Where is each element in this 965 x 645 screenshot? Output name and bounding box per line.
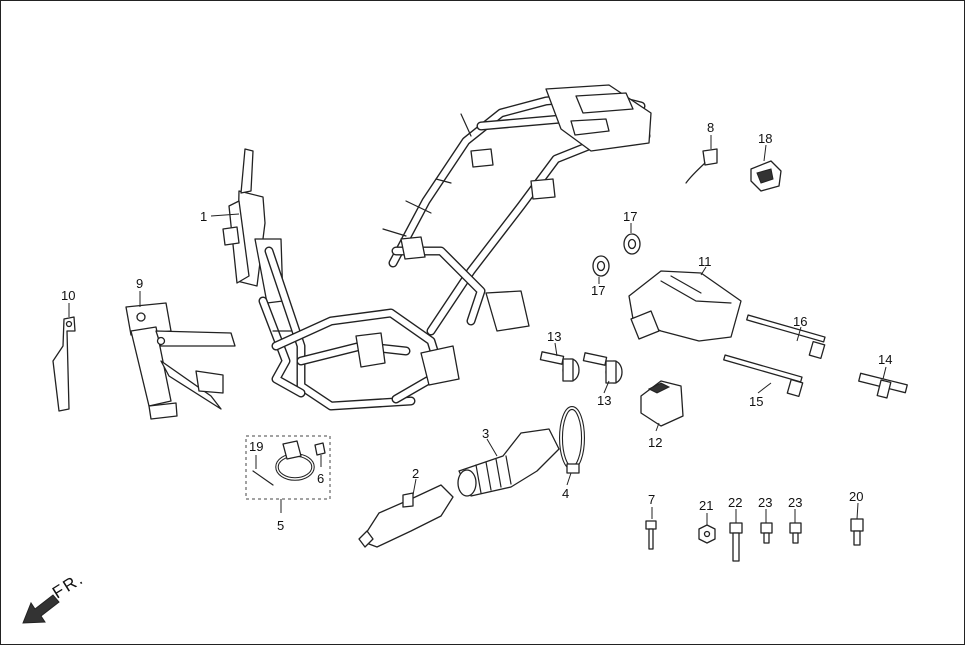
callout-13a: 13 xyxy=(547,329,561,344)
part-8-bracket xyxy=(685,148,718,184)
front-arrow-icon xyxy=(22,594,60,624)
part-21-nut xyxy=(698,524,716,544)
callout-23b: 23 xyxy=(788,495,802,510)
part-11-tray xyxy=(628,270,742,342)
callout-22: 22 xyxy=(728,495,742,510)
callout-2: 2 xyxy=(412,466,419,481)
part-15-long-bolt xyxy=(723,354,804,398)
part-9-bracket-assembly xyxy=(125,302,236,420)
main-frame xyxy=(222,84,652,411)
part-17-bush-b xyxy=(592,255,610,277)
part-23-bolt-b xyxy=(789,522,802,544)
leader-lines xyxy=(68,135,887,525)
part-22-bolt xyxy=(729,522,743,562)
part-14-bolt xyxy=(858,372,908,399)
callout-13b: 13 xyxy=(597,393,611,408)
callout-labels: 1 2 3 4 5 6 7 8 9 10 11 12 13 13 14 15 1… xyxy=(61,120,892,533)
callout-14: 14 xyxy=(878,352,892,367)
callout-8: 8 xyxy=(707,120,714,135)
part-3-intake-boot xyxy=(457,428,560,497)
callout-17b: 17 xyxy=(591,283,605,298)
callout-20: 20 xyxy=(849,489,863,504)
part-17-bush-a xyxy=(623,233,641,255)
callout-18: 18 xyxy=(758,131,772,146)
part-16-long-bolt xyxy=(746,314,826,360)
callout-19: 19 xyxy=(249,439,263,454)
part-10-stay xyxy=(52,316,76,412)
callout-16: 16 xyxy=(793,314,807,329)
part-18-rubber-mount xyxy=(750,160,782,192)
part-23-bolt-a xyxy=(760,522,773,544)
callout-5: 5 xyxy=(277,518,284,533)
callout-6: 6 xyxy=(317,471,324,486)
callout-10: 10 xyxy=(61,288,75,303)
part-4-clamp xyxy=(559,406,585,474)
part-12-rubber-block xyxy=(640,380,684,427)
callout-9: 9 xyxy=(136,276,143,291)
callout-3: 3 xyxy=(482,426,489,441)
part-20-bolt xyxy=(850,518,864,546)
callout-12: 12 xyxy=(648,435,662,450)
callout-7: 7 xyxy=(648,492,655,507)
front-direction-label: FR. xyxy=(49,569,87,603)
callout-11: 11 xyxy=(698,254,712,269)
part-2-duct xyxy=(358,484,454,548)
callout-1: 1 xyxy=(200,209,207,224)
callout-21: 21 xyxy=(699,498,713,513)
part-7-bolt xyxy=(645,520,657,550)
part-13-collar-b xyxy=(582,352,623,384)
callout-15: 15 xyxy=(749,394,763,409)
part-5-clamp-set xyxy=(245,435,331,500)
callout-23a: 23 xyxy=(758,495,772,510)
callout-4: 4 xyxy=(562,486,569,501)
part-13-collar-a xyxy=(539,351,580,382)
callout-17a: 17 xyxy=(623,209,637,224)
front-direction-indicator: FR. xyxy=(22,569,87,624)
